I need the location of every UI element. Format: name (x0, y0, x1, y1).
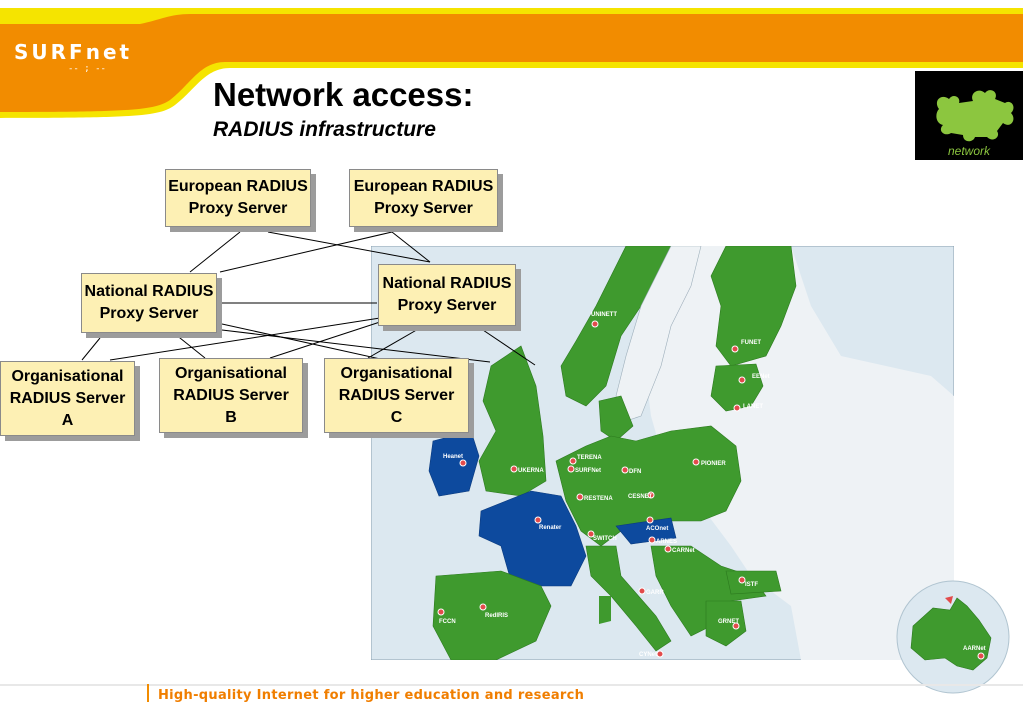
label-fccn: FCCN (439, 619, 456, 625)
label-aarnet: AARNet (963, 646, 986, 652)
label-funet: FUNET (741, 340, 761, 346)
network-badge: network (915, 71, 1023, 160)
logo-tagline: -- ; -- (68, 64, 106, 74)
header-banner (0, 0, 1023, 118)
label-restena: RESTENA (584, 496, 613, 502)
label-istf: ISTF (745, 582, 758, 588)
australia-globe: AARNet (896, 580, 1010, 694)
label-renater: Renater (539, 525, 562, 531)
footer-divider (0, 684, 1023, 686)
footer-tagline: High-quality Internet for higher educati… (158, 688, 585, 703)
label-carnet: CARNet (672, 548, 695, 554)
label-lanet: LANET (743, 404, 763, 410)
label-garr: GARR (646, 590, 664, 596)
label-grnet: GRNET (718, 619, 739, 625)
label-cesnet: CESNET (628, 494, 653, 500)
label-heanet: Heanet (443, 454, 463, 460)
label-aconet: ACOnet (646, 526, 668, 532)
footer-accent-bar (147, 684, 149, 702)
label-rediris: RedIRIS (485, 613, 508, 619)
organisational-radius-server-a: Organisational RADIUS Server A (0, 361, 135, 436)
label-ukerna: UKERNA (518, 468, 544, 474)
label-dfn: DFN (629, 469, 641, 475)
european-proxy-server-1: European RADIUS Proxy Server (165, 169, 311, 227)
label-surfnet: SURFNet (575, 468, 601, 474)
network-badge-label: network (947, 144, 991, 158)
page-title: Network access: (213, 76, 474, 113)
page-subtitle: RADIUS infrastructure (213, 118, 436, 141)
label-arnes: ARNES (656, 539, 677, 545)
national-proxy-server-2: National RADIUS Proxy Server (378, 264, 516, 326)
organisational-radius-server-c: Organisational RADIUS Server C (324, 358, 469, 433)
label-cynet: CYNet (639, 652, 657, 658)
puzzle-piece-icon (936, 90, 1014, 142)
national-proxy-server-1: National RADIUS Proxy Server (81, 273, 217, 333)
label-eenet: EENet (752, 374, 770, 380)
label-switch: SWITCH (593, 536, 617, 542)
label-pionier: PIONIER (701, 461, 726, 467)
label-terena: TERENA (577, 455, 602, 461)
european-proxy-server-2: European RADIUS Proxy Server (349, 169, 498, 227)
surfnet-logo: SURFnet (14, 40, 133, 64)
organisational-radius-server-b: Organisational RADIUS Server B (159, 358, 303, 433)
europe-network-map: UNINETT FUNET EENet LANET Heanet UKERNA … (371, 246, 954, 660)
label-uninett: UNINETT (591, 312, 617, 318)
